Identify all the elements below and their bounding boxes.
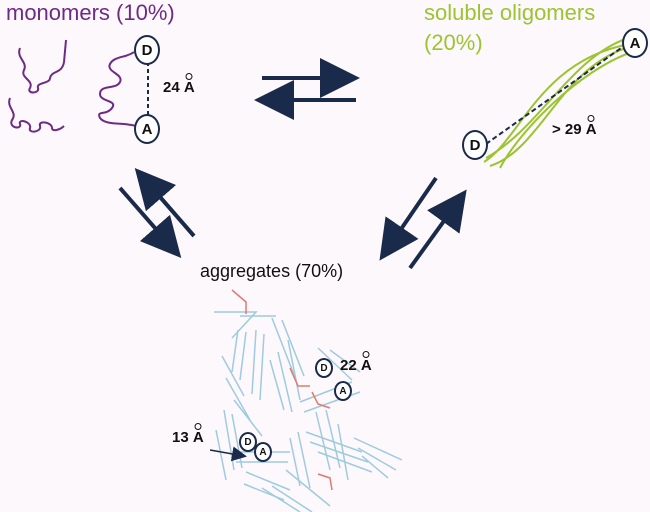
monomer-coil-2 xyxy=(8,97,65,133)
monomer-oligomer-arrows xyxy=(254,58,360,120)
monomer-aggregate-arrows xyxy=(118,167,196,259)
oligomer-bundle xyxy=(483,37,633,169)
aggregate-close-donor-probe: D xyxy=(239,432,257,452)
monomer-labelled xyxy=(98,51,137,127)
oligomer-aggregate-arrows xyxy=(379,176,467,270)
aggregate-fibrils xyxy=(214,311,403,512)
oligomer-donor-probe: D xyxy=(462,130,488,160)
oligomers-label-line1: soluble oligomers xyxy=(424,0,596,25)
aggregate-far-donor-probe: D xyxy=(315,358,333,378)
aggregate-fibril-ends xyxy=(231,289,333,491)
monomers-label: monomers (10%) xyxy=(6,0,175,25)
oligomer-distance: > 29 A xyxy=(552,121,597,138)
monomer-coil-1 xyxy=(18,39,67,94)
oligomer-acceptor-probe: A xyxy=(622,28,648,58)
aggregate-pointer-arrow xyxy=(209,446,247,462)
oligomer-fret-line xyxy=(485,45,625,145)
aggregate-far-distance: 22 A xyxy=(340,357,372,374)
aggregates-label: aggregates (70%) xyxy=(200,261,344,281)
oligomers-label-line2: (20%) xyxy=(424,30,483,55)
monomer-donor-probe: D xyxy=(134,35,160,65)
monomer-distance: 24 A xyxy=(163,79,195,96)
aggregate-close-distance: 13 A xyxy=(172,429,204,446)
aggregate-close-acceptor-probe: A xyxy=(254,442,272,462)
monomer-acceptor-probe: A xyxy=(134,114,160,144)
aggregate-far-acceptor-probe: A xyxy=(334,381,352,401)
